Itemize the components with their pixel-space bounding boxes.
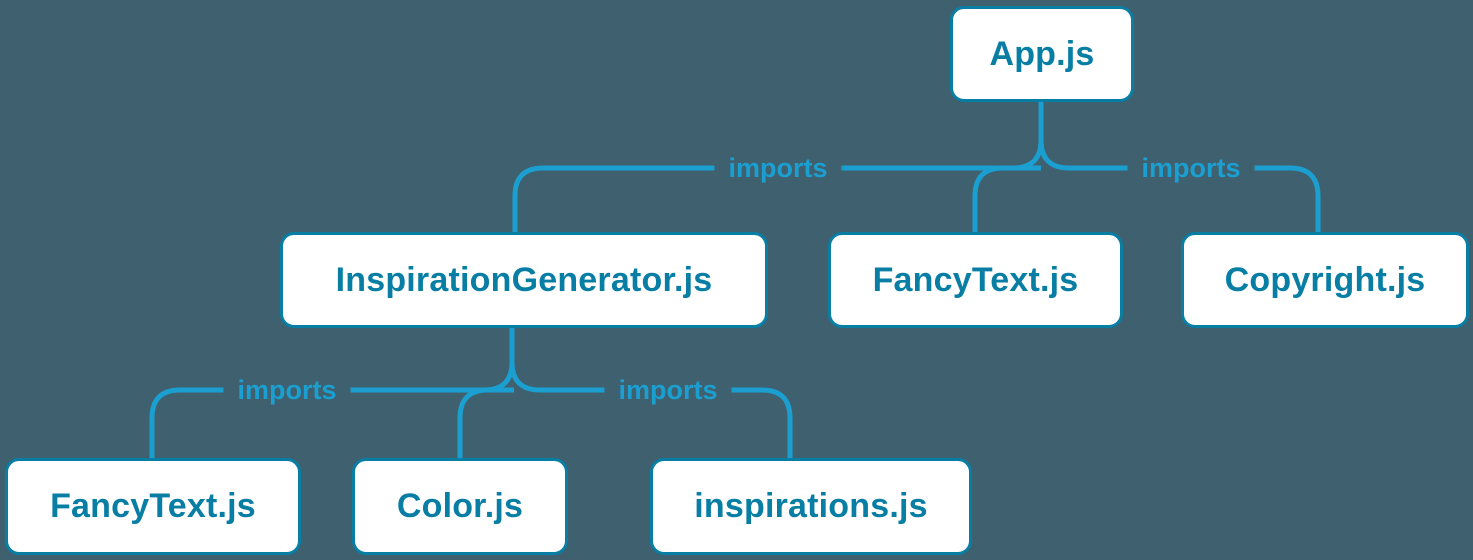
node-copyright-js: Copyright.js	[1181, 232, 1469, 328]
node-fancy-text-js-top-label: FancyText.js	[872, 260, 1079, 299]
node-color-js-label: Color.js	[396, 487, 524, 525]
edge-app-to-fancy-text	[972, 165, 1041, 232]
node-app-js: App.js	[950, 6, 1134, 102]
node-color-js: Color.js	[352, 458, 568, 555]
node-inspirations-js: inspirations.js	[650, 458, 972, 555]
node-copyright-js-label: Copyright.js	[1224, 260, 1426, 299]
node-fancy-text-js-bottom: FancyText.js	[5, 458, 301, 555]
imports-label-generator-right: imports	[604, 375, 732, 406]
node-app-js-label: App.js	[989, 34, 1095, 73]
edge-generator-to-color	[457, 387, 514, 458]
node-inspiration-generator-js-label: InspirationGenerator.js	[335, 260, 713, 299]
imports-label-app-left: imports	[714, 153, 842, 184]
imports-label-generator-left: imports	[223, 375, 351, 406]
node-fancy-text-js-top: FancyText.js	[828, 232, 1123, 328]
node-fancy-text-js-bottom-label: FancyText.js	[50, 487, 256, 525]
node-inspiration-generator-js: InspirationGenerator.js	[280, 232, 768, 328]
node-inspirations-js-label: inspirations.js	[694, 487, 928, 525]
imports-label-app-right: imports	[1127, 153, 1255, 184]
